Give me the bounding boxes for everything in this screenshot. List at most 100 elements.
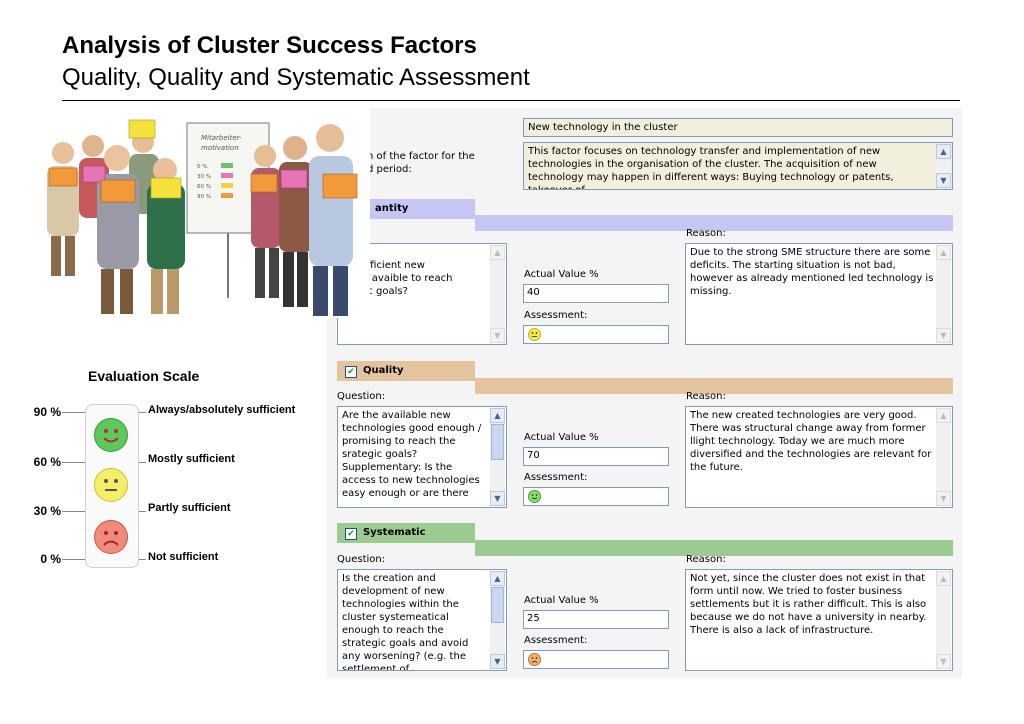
scroll-up-icon[interactable]: ▲ [936,144,951,159]
actual-value-label: Actual Value % [524,269,599,280]
question-scrollbar[interactable]: ▲▼ [490,408,505,506]
assessment-field-quantity[interactable] [523,325,669,344]
reason-text: Due to the strong SME structure there ar… [690,247,934,297]
slide-title: Analysis of Cluster Success Factors [62,32,477,59]
scale-percent: 90 % [33,405,61,419]
question-label: Question: [337,391,386,402]
scale-percent: 60 % [33,455,61,469]
reason-label: Reason: [686,228,726,239]
slide-subtitle: Quality, Quality and Systematic Assessme… [62,64,530,91]
people-with-signs-illustration: Mitarbeiter- motivation 0 % 30 % 60 % 90… [25,108,370,318]
scale-percent: 0 % [40,552,61,566]
colored-signs [48,119,358,203]
flipchart-title-line1: Mitarbeiter- [201,134,242,142]
happy-face-icon [94,418,128,452]
section-checkbox[interactable]: ✔ [345,528,357,540]
section-bar-quality [475,378,953,394]
scroll-down-icon[interactable]: ▼ [936,491,951,506]
scroll-up-icon[interactable]: ▲ [490,408,505,423]
scroll-up-icon[interactable]: ▲ [490,245,505,260]
title-divider [62,100,960,101]
question-text: Is the creation and development of new t… [342,573,469,671]
reason-label: Reason: [686,554,726,565]
assessment-label: Assessment: [524,472,588,483]
factor-description-text: This factor focuses on technology transf… [528,146,894,189]
factor-name-field[interactable]: New technology in the cluster [523,118,953,137]
question-scrollbar[interactable]: ▲▼ [490,245,505,343]
scroll-down-icon[interactable]: ▼ [936,328,951,343]
happy-face-icon [528,490,541,503]
neutral-face-icon [528,328,541,341]
actual-value-input-systematic[interactable]: 25 [523,610,669,629]
neutral-face-icon [94,468,128,502]
assessment-field-systematic[interactable] [523,650,669,669]
assessment-label: Assessment: [524,310,588,321]
scroll-thumb[interactable] [491,424,504,460]
reason-field-quality[interactable]: The new created technologies are very go… [685,406,953,508]
reason-scrollbar[interactable]: ▲▼ [936,571,951,669]
question-label: Question: [337,554,386,565]
scale-tick [136,462,146,463]
assessment-label: Assessment: [524,635,588,646]
scale-tick [62,412,86,413]
scroll-up-icon[interactable]: ▲ [936,245,951,260]
scroll-down-icon[interactable]: ▼ [490,491,505,506]
scale-tick [62,511,86,512]
reason-text: The new created technologies are very go… [690,410,932,473]
flipchart-title-line2: motivation [201,144,239,152]
evaluation-scale-title: Evaluation Scale [88,368,200,384]
question-text: Are the available new technologies good … [342,410,482,499]
scroll-up-icon[interactable]: ▲ [490,571,505,586]
scroll-down-icon[interactable]: ▼ [936,173,951,188]
section-bar-quantity [475,215,953,231]
scale-tick [62,462,86,463]
factor-description-label: n of the factor for the d period: [367,151,475,175]
scale-description: Partly sufficient [148,502,231,514]
sad-face-icon [94,520,128,554]
factor-description-field[interactable]: This factor focuses on technology transf… [523,142,953,190]
actual-value-input-quality[interactable]: 70 [523,447,669,466]
section-tab-quantity[interactable]: antity [367,199,475,219]
actual-value-label: Actual Value % [524,595,599,606]
reason-scrollbar[interactable]: ▲▼ [936,408,951,506]
section-checkbox[interactable]: ✔ [345,366,357,378]
reason-field-quantity[interactable]: Due to the strong SME structure there ar… [685,243,953,345]
scroll-up-icon[interactable]: ▲ [936,408,951,423]
scale-tick [136,412,146,413]
reason-text: Not yet, since the cluster does not exis… [690,573,927,636]
assessment-field-quality[interactable] [523,487,669,506]
reason-scrollbar[interactable]: ▲▼ [936,245,951,343]
scroll-thumb[interactable] [491,587,504,623]
question-field-quality[interactable]: Are the available new technologies good … [337,406,507,508]
scroll-down-icon[interactable]: ▼ [490,328,505,343]
actual-value-input-quantity[interactable]: 40 [523,284,669,303]
section-title: Quality [363,365,404,376]
scroll-up-icon[interactable]: ▲ [936,571,951,586]
reason-field-systematic[interactable]: Not yet, since the cluster does not exis… [685,569,953,671]
sad-face-icon [528,653,541,666]
flipchart-row: 30 % [197,174,211,180]
scale-tick [62,559,86,560]
scale-tick [136,511,146,512]
section-tab-systematic[interactable]: ✔ Systematic [337,523,475,543]
scale-description: Always/absolutely sufficient [148,404,296,416]
question-scrollbar[interactable]: ▲▼ [490,571,505,669]
flipchart-row: 90 % [197,194,211,200]
section-title: Systematic [363,527,426,538]
question-field-systematic[interactable]: Is the creation and development of new t… [337,569,507,671]
scale-percent: 30 % [33,504,61,518]
section-bar-systematic [475,540,953,556]
factor-description-scrollbar[interactable]: ▲▼ [936,144,951,188]
scale-tick [136,559,146,560]
actual-value-label: Actual Value % [524,432,599,443]
reason-label: Reason: [686,391,726,402]
section-tab-quality[interactable]: ✔ Quality [337,361,475,381]
scroll-down-icon[interactable]: ▼ [936,654,951,669]
section-title: antity [375,203,409,214]
scale-description: Not sufficient [148,551,219,563]
factor-form-panel: New technology in the cluster n of the f… [327,108,962,678]
scale-description: Mostly sufficient [148,453,235,465]
flipchart-row: 60 % [197,184,211,190]
flipchart-row: 0 % [197,164,207,170]
scroll-down-icon[interactable]: ▼ [490,654,505,669]
